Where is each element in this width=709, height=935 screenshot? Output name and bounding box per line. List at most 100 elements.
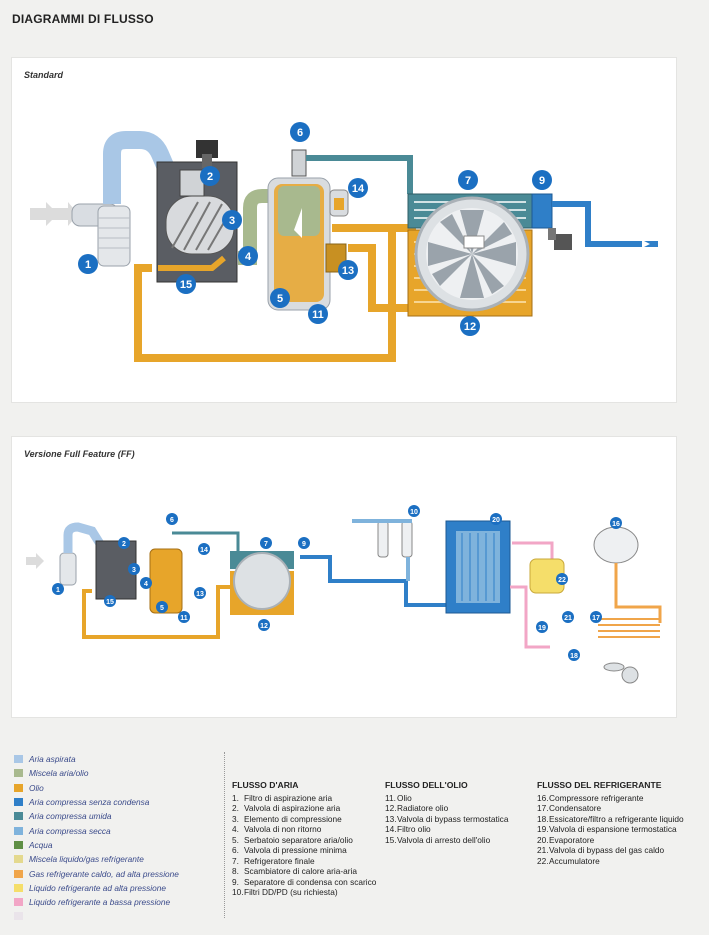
- item-number: 17.: [537, 803, 549, 813]
- badge-13: 13: [338, 260, 358, 280]
- svg-text:2: 2: [122, 541, 126, 548]
- condensate-separator: [531, 193, 572, 250]
- ff-condenser-fan: [603, 662, 639, 684]
- svg-text:14: 14: [352, 183, 365, 195]
- svg-text:7: 7: [465, 175, 471, 187]
- legend-swatch: [14, 826, 23, 835]
- ff-badge-22: 22: [556, 573, 568, 585]
- badge-12: 12: [460, 316, 480, 336]
- svg-text:4: 4: [144, 581, 148, 588]
- item-number: 15.: [385, 834, 397, 845]
- list-item: 10.Filtri DD/PD (su richiesta): [232, 887, 382, 898]
- svg-text:5: 5: [160, 605, 164, 612]
- air-oil-mixture-pipe: [238, 189, 276, 265]
- legend-swatch: [14, 869, 23, 878]
- oil-return-line: [134, 224, 416, 362]
- item-text: Refrigeratore finale: [244, 855, 315, 866]
- ff-badge-14: 14: [198, 543, 210, 555]
- list-item: 12.Radiatore olio: [385, 803, 535, 814]
- legend-label: Aria compressa umida: [29, 811, 112, 822]
- refrigerant-flow-title: FLUSSO DEL REFRIGERANTE: [537, 780, 662, 790]
- badge-9: 9: [532, 170, 552, 190]
- item-number: 5.: [232, 834, 239, 845]
- svg-text:18: 18: [570, 653, 578, 660]
- legend-swatch: [14, 769, 23, 778]
- ff-cooling-fan: [233, 552, 291, 610]
- air-flow-title: FLUSSO D'ARIA: [232, 780, 299, 790]
- legend-label: Liquido refrigerante a bassa pressione: [29, 897, 171, 908]
- item-text: Olio: [397, 792, 412, 803]
- ff-badge-5: 5: [156, 601, 168, 613]
- list-item: 15.Valvola di arresto dell'olio: [385, 835, 535, 846]
- svg-text:11: 11: [312, 309, 324, 321]
- refrigerant-flow-column: FLUSSO DEL REFRIGERANTE 16.Compressore r…: [537, 780, 697, 866]
- legend-divider: [224, 752, 225, 918]
- ff-badge-6: 6: [166, 513, 178, 525]
- legend-label: Aria compressa senza condensa: [29, 797, 150, 808]
- item-number: 12.: [385, 803, 397, 813]
- item-text: Evaporatore: [549, 834, 595, 845]
- ff-badge-10: 10: [408, 505, 420, 517]
- list-item: 19.Valvola di espansione termostatica: [537, 824, 697, 835]
- list-item: 18.Essicatore/filtro a refrigerante liqu…: [537, 814, 697, 825]
- legend-item: [14, 909, 214, 923]
- standard-diagram-panel: Standard: [12, 58, 676, 402]
- item-text: Valvola di pressione minima: [244, 845, 347, 855]
- item-number: 7.: [232, 855, 239, 866]
- legend-item: Liquido refrigerante ad alta pressione: [14, 881, 214, 895]
- item-number: 13.: [385, 813, 397, 824]
- item-number: 3.: [232, 813, 239, 824]
- ff-number-badges: 1 2 3 4 5 6 7 9 10 11 12 13 14 15 16 17 …: [52, 505, 622, 661]
- ff-badge-1: 1: [52, 583, 64, 595]
- badge-4: 4: [238, 246, 258, 266]
- item-number: 2.: [232, 803, 239, 813]
- svg-text:3: 3: [229, 215, 235, 227]
- legend-item: Gas refrigerante caldo, ad alta pression…: [14, 866, 214, 880]
- minimum-pressure-valve: [291, 149, 307, 177]
- ff-air-intake-filter: [59, 552, 77, 586]
- list-item: 20.Evaporatore: [537, 835, 697, 846]
- air-oil-separator-tank: [267, 177, 331, 311]
- badge-3: 3: [222, 210, 242, 230]
- list-item: 4.Valvola di non ritorno: [232, 824, 382, 835]
- legend-swatch: [14, 798, 23, 807]
- outlet-arrow: [642, 240, 650, 248]
- legend-item: Olio: [14, 781, 214, 795]
- dry-air-outlet-line: [552, 201, 658, 247]
- ff-refrigerant-compressor: [593, 526, 639, 564]
- page-title: DIAGRAMMI DI FLUSSO: [12, 12, 154, 26]
- ff-badge-2: 2: [118, 537, 130, 549]
- list-item: 21.Valvola di bypass del gas caldo: [537, 845, 697, 856]
- item-number: 8.: [232, 866, 239, 876]
- air-flow-column: FLUSSO D'ARIA 1.Filtro di aspirazione ar…: [232, 780, 382, 898]
- list-item: 8.Scambiatore di calore aria-aria: [232, 866, 382, 877]
- legend-swatch: [14, 898, 23, 907]
- ff-wet-air-line: [172, 531, 240, 551]
- svg-text:2: 2: [207, 171, 213, 183]
- item-text: Elemento di compressione: [244, 813, 342, 824]
- item-number: 14.: [385, 824, 397, 834]
- svg-text:1: 1: [56, 587, 60, 594]
- svg-text:15: 15: [106, 599, 114, 606]
- legend-item: Aria compressa senza condensa: [14, 795, 214, 809]
- item-text: Compressore refrigerante: [549, 792, 644, 803]
- cooling-fan: [414, 196, 530, 312]
- ff-dry-air-line: [300, 555, 448, 607]
- item-number: 11.: [385, 792, 396, 803]
- badge-7: 7: [458, 170, 478, 190]
- ff-badge-12: 12: [258, 619, 270, 631]
- legend-label: Aria aspirata: [29, 754, 76, 765]
- legend-label: Liquido refrigerante ad alta pressione: [29, 882, 166, 893]
- badge-15: 15: [176, 274, 196, 294]
- item-number: 21.: [537, 845, 549, 855]
- legend-label: Miscela liquido/gas refrigerante: [29, 854, 144, 865]
- air-intake-filter: [71, 203, 131, 267]
- legend-item: Aria aspirata: [14, 752, 214, 766]
- item-number: 16.: [537, 792, 549, 803]
- ff-hot-gas-line: [614, 563, 662, 623]
- legend-label: Olio: [29, 782, 44, 793]
- svg-text:3: 3: [132, 567, 136, 574]
